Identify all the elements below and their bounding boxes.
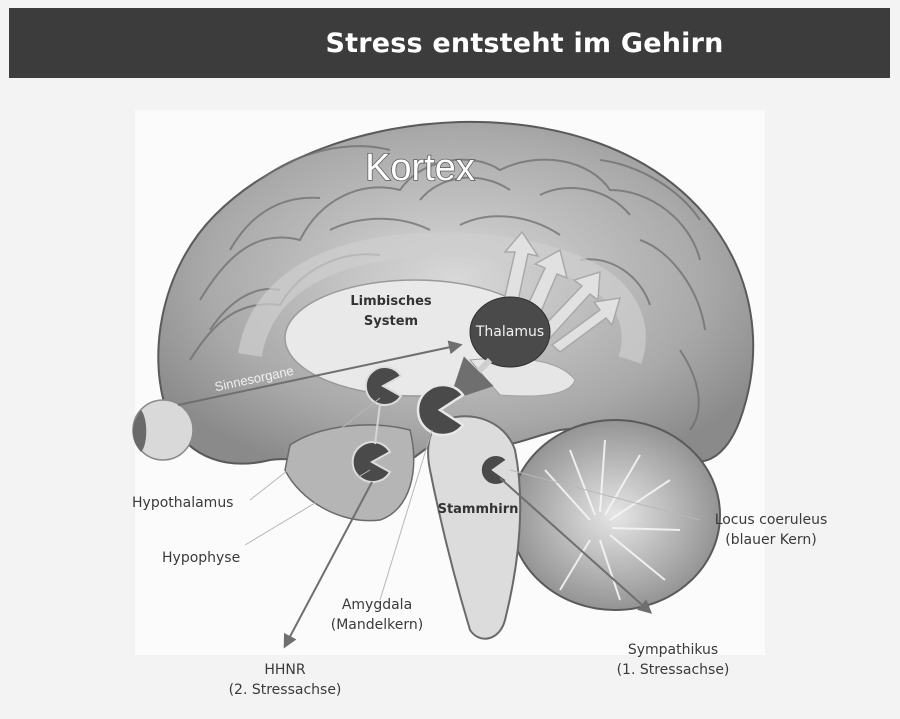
brain-stem (428, 416, 520, 638)
amygdala-label: Amygdala (Mandelkern) (322, 595, 432, 635)
hhnr-label: HHNR (2. Stressachse) (220, 660, 350, 700)
sympathikus-label: Sympathikus (1. Stressachse) (603, 640, 743, 680)
kortex-label: Kortex (365, 147, 475, 189)
temporal-lobe (285, 425, 414, 521)
stammhirn-label: Stammhirn (428, 500, 528, 520)
hypothalamus-label: Hypothalamus (132, 493, 233, 513)
hypophyse-label: Hypophyse (162, 548, 240, 568)
thalamus-label: Thalamus (472, 322, 548, 342)
limbisches-system-label: Limbisches System (336, 292, 446, 332)
locus-coeruleus-label: Locus coeruleus (blauer Kern) (706, 510, 836, 550)
